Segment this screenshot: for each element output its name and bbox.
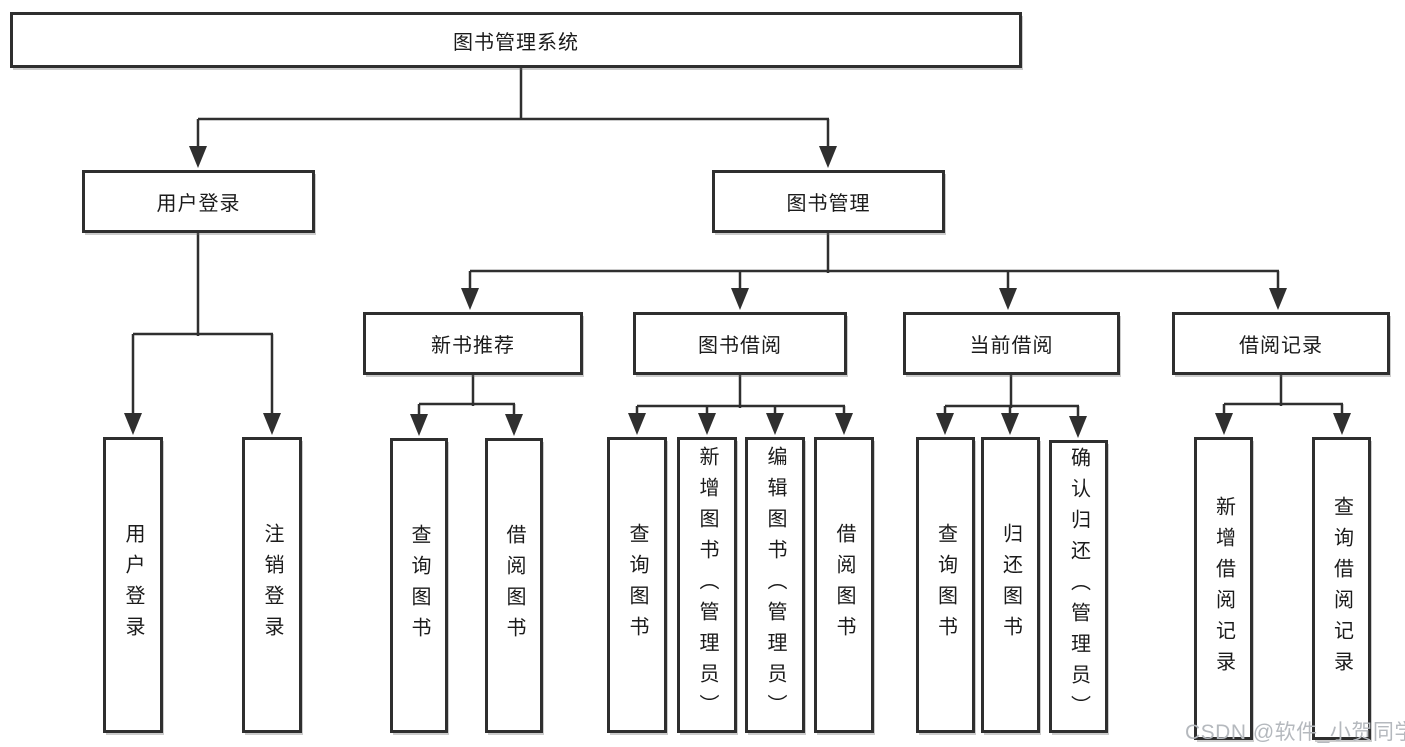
node-label: 图书管理系统 xyxy=(453,31,579,54)
node-new-book-recommendation: 新书推荐 xyxy=(363,312,583,375)
node-user-login: 用户登录 xyxy=(82,170,315,233)
leaf-label: 借阅图书 xyxy=(503,523,525,648)
node-library-system: 图书管理系统 xyxy=(10,12,1022,68)
leaf-return-book: 归还图书 xyxy=(981,437,1040,733)
leaf-borrow-books-recommend: 借阅图书 xyxy=(485,438,543,733)
leaf-label: 查询借阅记录 xyxy=(1330,495,1353,682)
node-label: 当前借阅 xyxy=(969,335,1054,357)
node-label: 借阅记录 xyxy=(1239,335,1323,357)
leaf-label: 确认归还（管理员） xyxy=(1067,447,1090,726)
leaf-label: 查询图书 xyxy=(934,523,957,647)
leaf-label: 新增图书（管理员） xyxy=(696,445,718,725)
leaf-query-books-borrow: 查询图书 xyxy=(607,437,667,733)
leaf-borrow-books: 借阅图书 xyxy=(814,437,874,733)
leaf-add-borrow-record: 新增借阅记录 xyxy=(1194,437,1253,740)
leaf-query-books-current: 查询图书 xyxy=(916,437,975,733)
leaf-label: 注销登录 xyxy=(261,523,283,647)
leaf-query-books-recommend: 查询图书 xyxy=(390,438,448,733)
watermark: CSDN @软件_小贺同学 xyxy=(1185,721,1405,744)
node-label: 图书管理 xyxy=(786,193,871,215)
leaf-label: 查询图书 xyxy=(408,523,430,648)
node-label: 图书借阅 xyxy=(698,335,782,357)
node-book-management: 图书管理 xyxy=(712,170,945,233)
leaf-user-login: 用户登录 xyxy=(103,437,163,733)
node-borrowing-records: 借阅记录 xyxy=(1172,312,1390,375)
leaf-logout: 注销登录 xyxy=(242,437,302,733)
leaf-label: 查询图书 xyxy=(626,523,648,647)
leaf-edit-book-admin: 编辑图书（管理员） xyxy=(745,437,805,733)
leaf-query-borrow-record: 查询借阅记录 xyxy=(1312,437,1371,740)
leaf-label: 借阅图书 xyxy=(833,523,855,647)
node-current-borrowing: 当前借阅 xyxy=(903,312,1120,375)
leaf-label: 新增借阅记录 xyxy=(1212,495,1235,682)
node-label: 新书推荐 xyxy=(431,335,515,357)
leaf-add-book-admin: 新增图书（管理员） xyxy=(677,437,737,733)
node-book-borrowing: 图书借阅 xyxy=(633,312,847,375)
leaf-confirm-return-admin: 确认归还（管理员） xyxy=(1049,440,1108,733)
leaf-label: 归还图书 xyxy=(999,523,1022,647)
leaf-label: 编辑图书（管理员） xyxy=(764,445,786,725)
leaf-label: 用户登录 xyxy=(122,523,144,647)
node-label: 用户登录 xyxy=(156,193,241,215)
